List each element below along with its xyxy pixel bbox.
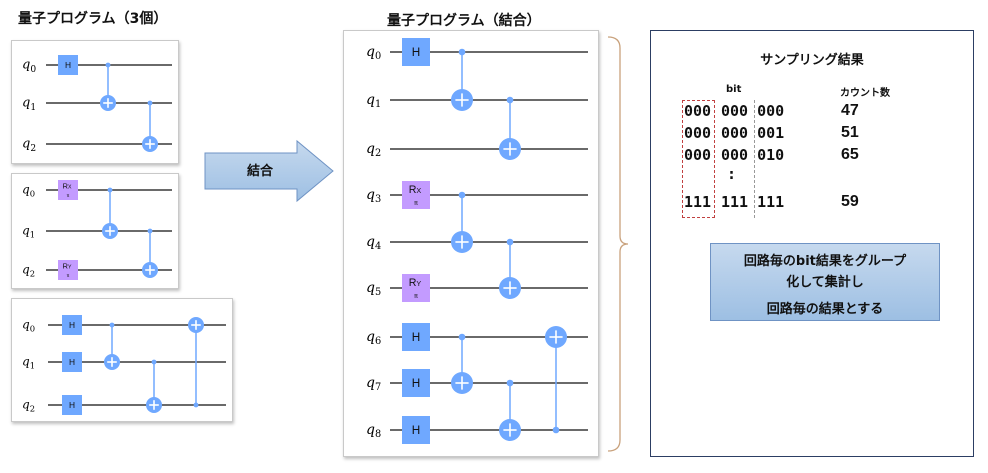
result-title: サンプリング結果 — [760, 53, 864, 68]
h-gate-label: H — [412, 424, 421, 437]
qubit-label-q2: q2 — [22, 398, 35, 414]
ry-gate-label: RY — [63, 261, 72, 270]
qubit-label-q3: q3 — [366, 187, 381, 205]
qubit-label-q4: q4 — [366, 234, 381, 252]
row2-group: 000 — [684, 124, 712, 142]
row2-count: 51 — [841, 124, 859, 141]
control-dot — [506, 238, 514, 246]
qubit-label-q0: q0 — [22, 318, 35, 334]
h-gate-label: H — [69, 357, 75, 367]
h-gate-label: H — [69, 400, 75, 410]
h-gate-label: H — [412, 331, 421, 344]
qubit-label-q1: q1 — [22, 224, 35, 240]
rx-gate-label: RX — [409, 184, 422, 196]
ry-gate — [58, 260, 78, 280]
ry-gate — [402, 274, 430, 302]
h-gate-label: H — [412, 46, 421, 59]
row2-bits: 000 001 — [721, 124, 785, 142]
callout-line1: 回路毎のbit結果をグループ — [743, 254, 907, 269]
control-dot — [458, 48, 466, 56]
qubit-label-q0: q0 — [22, 183, 35, 199]
row5-bits: 111 111 — [721, 193, 785, 211]
control-dot — [506, 96, 514, 104]
qubit-label-q1: q1 — [366, 92, 381, 110]
callout-box: 回路毎のbit結果をグループ 化して集計し 回路毎の結果とする — [710, 243, 940, 321]
row1-group: 000 — [684, 102, 712, 120]
row3-count: 65 — [841, 146, 859, 163]
header-count: カウント数 — [840, 88, 890, 99]
qubit-label-q5: q5 — [366, 280, 381, 298]
qubit-label-q7: q7 — [366, 375, 381, 393]
rx-gate-pi: π — [414, 200, 418, 207]
control-dot — [458, 191, 466, 199]
row5-group: 111 — [684, 193, 712, 211]
left-title: 量子プログラム（3個） — [18, 11, 168, 27]
arrow-label: 結合 — [246, 164, 273, 179]
h-gate — [402, 38, 430, 66]
control-dot — [107, 187, 113, 193]
h-gate-label: H — [65, 60, 71, 70]
row1-bits: 000 000 — [721, 102, 785, 120]
row1-count: 47 — [841, 102, 859, 119]
circuit-panel-3: q0 q1 q2 H H H — [11, 298, 233, 422]
qubit-label-q2: q2 — [366, 141, 381, 159]
control-dot — [552, 426, 560, 434]
control-dot — [109, 322, 115, 328]
circuit-3-diagram: q0 q1 q2 H H H — [22, 315, 226, 415]
bit-divider — [754, 100, 755, 218]
ry-gate-pi: π — [67, 274, 70, 279]
h-gate — [402, 416, 430, 444]
row5-count: 59 — [841, 193, 859, 210]
control-dot — [506, 379, 514, 387]
control-dot — [458, 333, 466, 341]
circuit-1-diagram: q0 q1 q2 H — [22, 55, 172, 154]
control-dot — [193, 402, 199, 408]
h-gate — [62, 395, 82, 415]
header-bit: bit — [726, 84, 742, 95]
control-dot — [147, 228, 153, 234]
circuit-panel-1: q0 q1 q2 H — [11, 40, 179, 164]
ry-gate-pi: π — [414, 293, 418, 300]
callout-line3: 回路毎の結果とする — [766, 302, 884, 317]
combine-arrow — [204, 139, 334, 203]
control-dot — [147, 100, 153, 106]
qubit-label-q6: q6 — [366, 329, 381, 347]
callout-line2: 化して集計し — [786, 275, 864, 290]
h-gate — [58, 55, 78, 75]
rx-gate-pi: π — [67, 194, 70, 199]
qubit-label-q1: q1 — [22, 96, 36, 113]
h-gate — [402, 369, 430, 397]
qubit-label-q1: q1 — [22, 355, 35, 371]
qubit-label-q2: q2 — [22, 137, 36, 154]
row-ellipsis: : — [727, 165, 737, 183]
qubit-label-q2: q2 — [22, 263, 35, 279]
h-gate — [62, 315, 82, 335]
row3-bits: 000 010 — [721, 146, 785, 164]
control-dot — [105, 62, 111, 68]
qubit-label-q8: q8 — [366, 422, 381, 440]
qubit-label-q0: q0 — [22, 58, 36, 75]
h-gate-label: H — [69, 320, 75, 330]
h-gate — [62, 352, 82, 372]
ry-gate-label: RY — [409, 277, 422, 289]
group-highlight — [682, 100, 715, 218]
h-gate — [402, 323, 430, 351]
h-gate-label: H — [412, 377, 421, 390]
rx-gate — [58, 180, 78, 200]
row3-group: 000 — [684, 146, 712, 164]
qubit-label-q0: q0 — [366, 44, 381, 62]
rx-gate — [402, 181, 430, 209]
control-dot — [151, 359, 157, 365]
rx-gate-label: RX — [63, 181, 72, 190]
center-title: 量子プログラム（結合） — [387, 13, 541, 29]
